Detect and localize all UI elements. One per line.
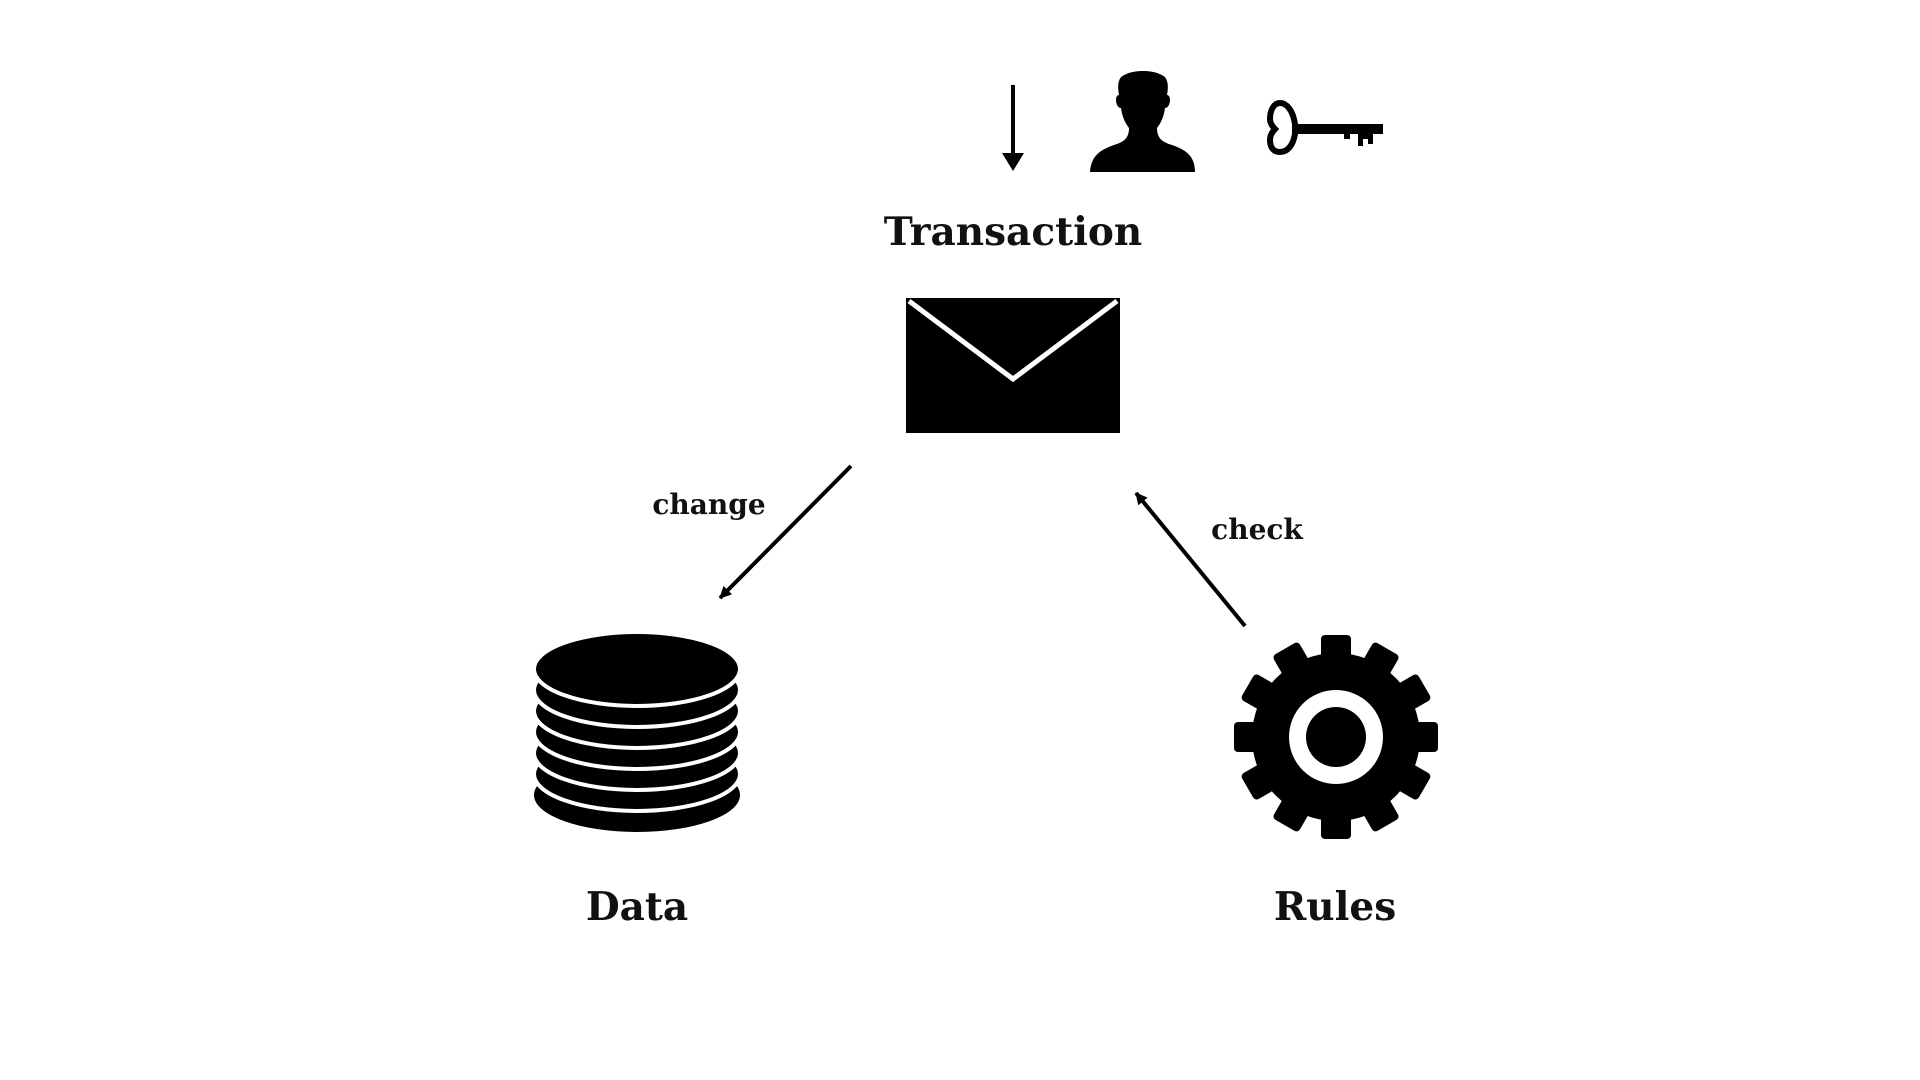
change-edge-label: change: [652, 488, 766, 521]
envelope-icon: [906, 298, 1120, 433]
user-icon: [1090, 71, 1195, 172]
arrow-down-icon: [1002, 85, 1024, 171]
transaction-label: Transaction: [883, 209, 1143, 255]
database-icon: [532, 630, 742, 832]
key-icon: [1266, 99, 1383, 156]
rules-label: Rules: [1273, 884, 1397, 930]
check-edge-label: check: [1211, 513, 1303, 546]
gear-icon: [1234, 635, 1438, 839]
check-arrow: [1134, 491, 1247, 628]
change-arrow: [718, 464, 853, 600]
data-label: Data: [585, 884, 689, 930]
